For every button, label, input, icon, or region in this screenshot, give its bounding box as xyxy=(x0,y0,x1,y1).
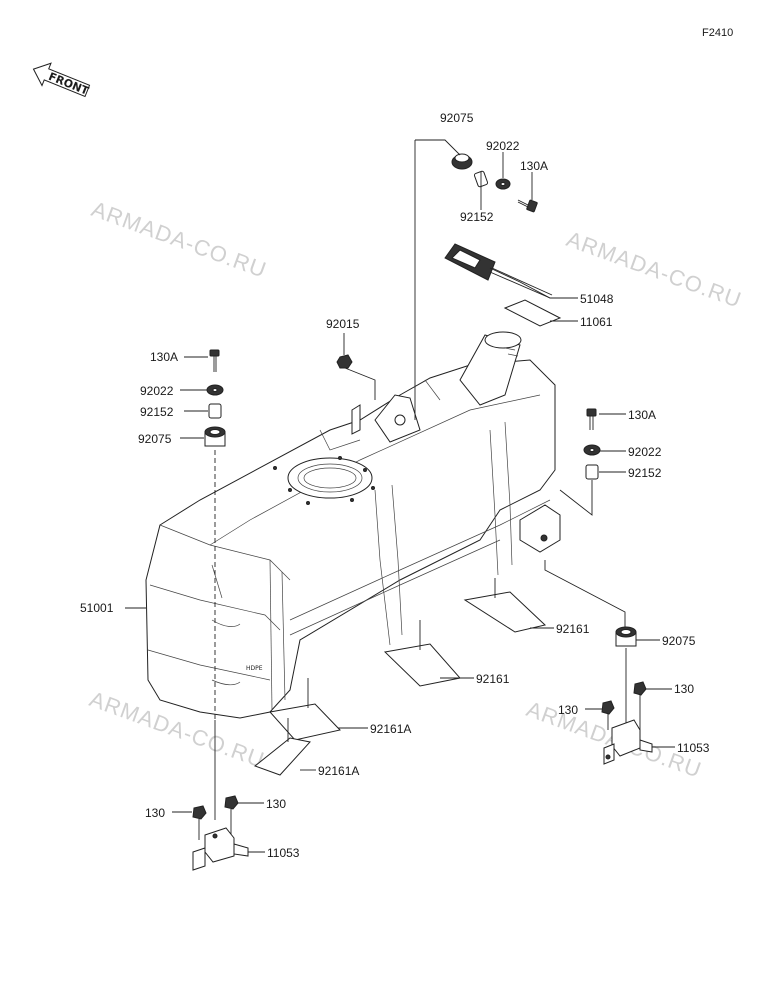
callout-11053-left: 11053 xyxy=(267,846,300,860)
grommet-92075-right xyxy=(615,626,637,647)
tank-molded-mark: HDPE xyxy=(246,665,263,672)
callout-51001: 51001 xyxy=(80,601,114,615)
nut-92015 xyxy=(336,354,353,369)
callout-92161A-upper: 92161A xyxy=(370,722,411,736)
bolt-130-left-2 xyxy=(224,795,239,840)
grommet-92075-left xyxy=(204,426,226,447)
callout-92152-right: 92152 xyxy=(628,466,662,480)
front-label: FRONT xyxy=(47,70,91,98)
callout-92075-left: 92075 xyxy=(138,432,172,446)
callout-130A-top: 130A xyxy=(520,159,548,173)
callout-130-right-2: 130 xyxy=(674,682,694,696)
watermark-1: ARMADA-CO.RU xyxy=(88,196,270,283)
callout-92075-right: 92075 xyxy=(662,634,696,648)
callout-92075-top: 92075 xyxy=(440,111,474,125)
collar-92152-right xyxy=(585,464,599,480)
callout-11053-right: 11053 xyxy=(677,741,710,755)
callout-130-right-1: 130 xyxy=(558,703,578,717)
callout-92152-top: 92152 xyxy=(460,210,494,224)
bolt-130A-right xyxy=(586,408,597,430)
bolt-130-right-1 xyxy=(601,700,615,730)
fuel-tank: HDPE xyxy=(145,331,561,719)
callout-92152-left: 92152 xyxy=(140,405,174,419)
callout-51048: 51048 xyxy=(580,292,614,306)
diagram-code: F2410 xyxy=(702,27,733,39)
washer-92022-left xyxy=(206,384,224,396)
callout-130A-left: 130A xyxy=(150,350,178,364)
callout-92161-right: 92161 xyxy=(556,622,590,636)
bracket-11053-right xyxy=(603,719,653,765)
callout-11061: 11061 xyxy=(580,315,613,329)
callout-92022-top: 92022 xyxy=(486,139,520,153)
callout-130-left-2: 130 xyxy=(266,797,286,811)
grommet-92075-top xyxy=(451,153,473,170)
callout-92161A-lower: 92161A xyxy=(318,764,359,778)
callout-92161-center: 92161 xyxy=(476,672,510,686)
strap-51048 xyxy=(444,243,553,299)
pad-92161A-lower xyxy=(253,737,311,776)
washer-92022-right xyxy=(583,444,601,456)
bolt-130A-left xyxy=(209,349,220,372)
pad-11061 xyxy=(503,299,562,327)
collar-92152-left xyxy=(208,403,222,419)
bolt-130A-top xyxy=(517,199,538,213)
callout-130A-right: 130A xyxy=(628,408,656,422)
bolt-130-left-1 xyxy=(192,805,207,840)
callout-92015: 92015 xyxy=(326,317,360,331)
callout-92022-right: 92022 xyxy=(628,445,662,459)
washer-92022-top xyxy=(495,178,511,190)
bracket-11053-left xyxy=(192,827,249,871)
callout-92022-left: 92022 xyxy=(140,384,174,398)
pad-92161A-upper xyxy=(269,703,341,741)
callout-130-left-1: 130 xyxy=(145,806,165,820)
pad-92161-right xyxy=(463,591,547,633)
pad-92161-center xyxy=(383,643,461,687)
front-arrow-icon: FRONT xyxy=(32,62,91,98)
